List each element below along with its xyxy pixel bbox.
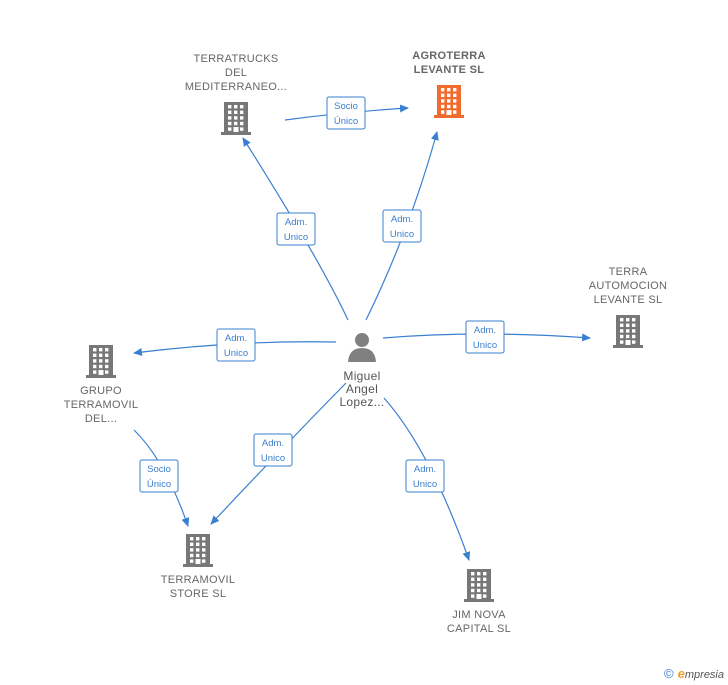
edge-label-box[interactable] xyxy=(276,212,316,246)
node-grupo-terramovil[interactable]: GRUPO TERRAMOVIL DEL... xyxy=(64,345,139,425)
node-label-line: AUTOMOCION xyxy=(589,280,668,292)
node-label-line: TERRATRUCKS xyxy=(194,53,279,65)
building-icon xyxy=(183,534,213,567)
node-label-line: MEDITERRANEO... xyxy=(185,81,287,93)
node-label-line: STORE SL xyxy=(170,588,227,600)
node-label-line: Lopez... xyxy=(339,395,384,409)
edge-label-line: Socio xyxy=(334,101,358,112)
edge-label-box[interactable] xyxy=(326,96,366,130)
edges-layer: Adm.UnicoAdm.UnicoAdm.UnicoAdm.UnicoAdm.… xyxy=(133,96,591,561)
edge-label-box[interactable] xyxy=(465,320,505,354)
edge-label-box[interactable] xyxy=(253,433,293,467)
edge-label-line: Adm. xyxy=(262,438,284,449)
edge-label-line: Unico xyxy=(390,229,414,240)
node-label-line: Angel xyxy=(346,382,378,396)
node-label-line: TERRA xyxy=(609,266,648,278)
building-icon xyxy=(221,102,251,135)
node-label-line: TERRAMOVIL xyxy=(64,399,139,411)
edge-label-line: Socio xyxy=(147,464,171,475)
edge-label-line: Único xyxy=(334,116,358,127)
node-label-line: GRUPO xyxy=(80,385,122,397)
node-label-line: DEL... xyxy=(85,413,117,425)
person-icon xyxy=(348,333,376,362)
edge-miguel-to-agroterra: Adm. Unico xyxy=(365,131,439,321)
node-terramovil-store[interactable]: TERRAMOVIL STORE SL xyxy=(161,534,236,600)
node-label-line: TERRAMOVIL xyxy=(161,574,236,586)
edge-label-line: Unico xyxy=(261,453,285,464)
node-label-line: DEL xyxy=(225,67,247,79)
edge-label-line: Adm. xyxy=(225,333,247,344)
node-miguel[interactable]: MiguelAngelLopez... xyxy=(339,333,384,409)
node-label-line: LEVANTE SL xyxy=(594,294,663,306)
node-label-line: LEVANTE SL xyxy=(414,64,485,76)
brand-name: mpresia xyxy=(684,669,724,681)
edge-label-line: Adm. xyxy=(474,325,496,336)
node-label-line: Miguel xyxy=(343,369,380,383)
nodes-layer: TERRATRUCKS DEL MEDITERRANEO... AGROTERRA LE… xyxy=(64,50,668,635)
brand-initial: e xyxy=(677,666,685,681)
edge-label-line: Unico xyxy=(413,479,437,490)
edge-label-box[interactable] xyxy=(139,459,179,493)
edge-label-line: Unico xyxy=(224,348,248,359)
edge-label-box[interactable] xyxy=(405,459,445,493)
edge-miguel-to-terramovil_store: Adm. Unico xyxy=(210,382,347,525)
node-label-line: AGROTERRA xyxy=(412,50,486,62)
edge-label-line: Adm. xyxy=(391,214,413,225)
node-label-line: CAPITAL SL xyxy=(447,623,511,635)
edge-label-line: Único xyxy=(147,479,171,490)
edge-miguel-to-terratrucks: Adm. Unico xyxy=(242,137,349,321)
edge-miguel-to-jim_nova: Adm. Unico xyxy=(383,397,471,561)
node-terra-automocion[interactable]: TERRA AUTOMOCION LEVANTE SL xyxy=(589,266,668,348)
node-label-line: JIM NOVA xyxy=(452,609,506,621)
edge-label-box[interactable] xyxy=(216,328,256,362)
edge-miguel-to-terra_automocion: Adm. Unico xyxy=(382,320,591,354)
node-jim-nova[interactable]: JIM NOVA CAPITAL SL xyxy=(447,569,511,635)
building-icon xyxy=(464,569,494,602)
node-agroterra[interactable]: AGROTERRA LEVANTE SL xyxy=(412,50,486,118)
building-icon xyxy=(86,345,116,378)
edge-label-line: Unico xyxy=(284,232,308,243)
building-icon xyxy=(613,315,643,348)
footer-brand: ©empresia xyxy=(664,666,724,681)
edge-label-line: Unico xyxy=(473,340,497,351)
edge-miguel-to-grupo_terramovil: Adm. Unico xyxy=(133,328,337,362)
node-terratrucks[interactable]: TERRATRUCKS DEL MEDITERRANEO... xyxy=(185,53,287,135)
edge-label-box[interactable] xyxy=(382,209,422,243)
building-icon xyxy=(434,85,464,118)
copyright-symbol: © xyxy=(664,666,674,681)
edge-label-line: Adm. xyxy=(285,217,307,228)
edge-label-line: Adm. xyxy=(414,464,436,475)
